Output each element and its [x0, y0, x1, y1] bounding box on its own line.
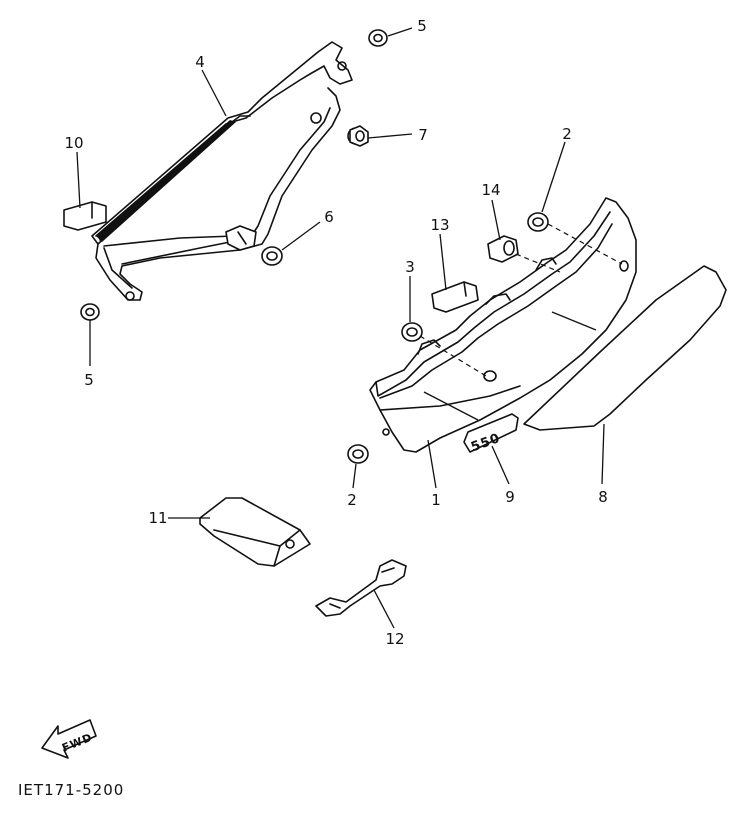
callout-9: 9 — [505, 488, 515, 506]
callout-2-lower: 2 — [347, 491, 357, 509]
callout-11: 11 — [148, 509, 167, 527]
collar-part-7 — [347, 125, 369, 147]
decal-part-8 — [523, 265, 727, 431]
callout-numbers: 4 10 5 7 6 5 2 3 13 14 2 1 9 8 11 12 — [64, 17, 607, 648]
callout-12: 12 — [385, 630, 404, 648]
side-cover-bracket — [91, 41, 353, 301]
leader-lines — [76, 27, 605, 629]
callout-4: 4 — [195, 53, 205, 71]
strap-part-12 — [315, 559, 407, 617]
callout-2-upper: 2 — [562, 125, 572, 143]
callout-7: 7 — [418, 126, 428, 144]
collar-part-14 — [487, 235, 519, 263]
assembly-dashed-lines — [419, 223, 623, 377]
tool-tray-part-11 — [199, 497, 311, 567]
callout-10: 10 — [64, 134, 83, 152]
callout-8: 8 — [598, 488, 608, 506]
callout-1: 1 — [431, 491, 441, 509]
callout-13: 13 — [430, 216, 449, 234]
forward-arrow-icon: FWD — [41, 719, 97, 759]
grommet-part-2-upper — [527, 212, 549, 232]
callout-6: 6 — [324, 208, 334, 226]
pad-part-10 — [63, 201, 107, 231]
callout-3: 3 — [405, 258, 415, 276]
grommet-part-6 — [261, 246, 283, 266]
side-cover — [369, 197, 637, 453]
grommet-part-5-lower — [80, 303, 100, 321]
pad-part-13 — [431, 281, 479, 313]
drawing-code: IET171-5200 — [18, 781, 124, 799]
grommet-part-2-lower — [347, 444, 369, 464]
callout-5-lower: 5 — [84, 371, 94, 389]
callout-14: 14 — [481, 181, 500, 199]
grommet-part-5-upper — [368, 29, 388, 47]
callout-5-upper: 5 — [417, 17, 427, 35]
grommet-part-3 — [401, 322, 423, 342]
